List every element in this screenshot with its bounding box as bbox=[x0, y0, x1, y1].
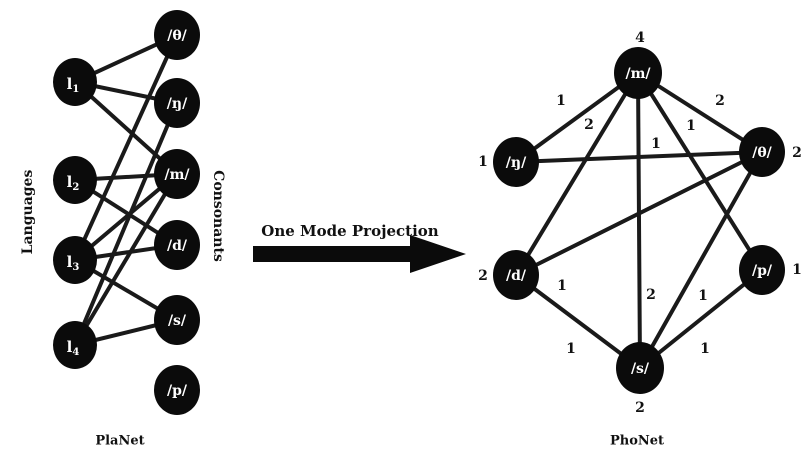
edge-weight-eng-theta: 1 bbox=[651, 136, 661, 152]
phonet-node-d-label: /d/ bbox=[506, 268, 527, 284]
language-node-l3-label: l3 bbox=[67, 253, 80, 273]
edge-weight-m-p: 1 bbox=[686, 118, 696, 134]
phonet-node-s: /s/ bbox=[616, 342, 664, 394]
phonet-network: /m/ /ŋ/ /θ/ /d/ /p/ /s/ 4 1 2 2 1 2 1 bbox=[478, 30, 802, 449]
degree-label-s: 2 bbox=[635, 400, 645, 416]
edge-weight-m-d: 2 bbox=[584, 117, 594, 133]
planet-edge-l4-eng bbox=[73, 101, 179, 347]
language-node-l1-label: l1 bbox=[67, 75, 80, 95]
consonant-node-eng-label: /ŋ/ bbox=[167, 96, 188, 112]
consonants-axis-label: Consonants bbox=[210, 170, 226, 262]
phonet-edge-theta-s bbox=[638, 150, 764, 370]
phonet-edge-p-s bbox=[638, 268, 764, 370]
consonant-node-theta-label: /θ/ bbox=[167, 28, 187, 44]
consonant-node-p-label: /p/ bbox=[167, 383, 188, 399]
phonet-node-theta-label: /θ/ bbox=[752, 145, 772, 161]
phonet-node-eng: /ŋ/ bbox=[493, 137, 539, 187]
phonet-edge-m-eng bbox=[514, 71, 640, 164]
phonet-node-m-label: /m/ bbox=[625, 66, 651, 82]
consonant-node-s-label: /s/ bbox=[168, 313, 187, 329]
language-node-l4: l4 bbox=[53, 321, 97, 369]
degree-label-eng: 1 bbox=[478, 154, 488, 170]
phonet-edge-m-p bbox=[636, 71, 764, 272]
edge-weight-m-theta: 2 bbox=[715, 93, 725, 109]
phonet-node-m: /m/ bbox=[614, 47, 662, 99]
consonant-node-m: /m/ bbox=[154, 149, 200, 199]
phonet-node-p: /p/ bbox=[739, 245, 785, 295]
edge-weight-theta-s: 1 bbox=[698, 288, 708, 304]
planet-network: l1 l2 l3 l4 /θ/ /ŋ/ /m/ /d/ bbox=[20, 10, 226, 449]
consonant-node-theta: /θ/ bbox=[154, 10, 200, 60]
phonet-edge-d-s bbox=[514, 273, 642, 370]
phonet-edge-m-s bbox=[636, 71, 642, 370]
degree-label-theta: 2 bbox=[792, 145, 802, 161]
consonant-node-p: /p/ bbox=[154, 365, 200, 415]
phonet-node-eng-label: /ŋ/ bbox=[506, 155, 527, 171]
arrow-shape bbox=[253, 235, 466, 273]
language-node-l3: l3 bbox=[53, 236, 97, 284]
degree-label-m: 4 bbox=[635, 30, 645, 46]
edge-weight-m-s: 2 bbox=[646, 287, 656, 303]
phonet-node-s-label: /s/ bbox=[631, 361, 650, 377]
languages-axis-label: Languages bbox=[20, 170, 36, 255]
planet-edge-l3-theta bbox=[73, 33, 179, 262]
phonet-edge-theta-d bbox=[514, 150, 764, 277]
language-node-l2: l2 bbox=[53, 156, 97, 204]
edge-weight-d-s: 1 bbox=[566, 341, 576, 357]
planet-edge-l4-m bbox=[73, 172, 179, 347]
planet-caption: PlaNet bbox=[95, 434, 144, 449]
consonant-node-eng: /ŋ/ bbox=[154, 78, 200, 128]
edge-weight-m-eng: 1 bbox=[556, 93, 566, 109]
degree-label-p: 1 bbox=[792, 262, 802, 278]
projection-label: One Mode Projection bbox=[261, 222, 439, 240]
degree-label-d: 2 bbox=[478, 268, 488, 284]
phonet-edge-eng-theta bbox=[514, 150, 764, 164]
phonet-node-p-label: /p/ bbox=[752, 263, 773, 279]
consonant-node-s: /s/ bbox=[154, 295, 200, 345]
projection-arrow: One Mode Projection bbox=[253, 222, 466, 273]
phonet-node-d: /d/ bbox=[493, 250, 539, 300]
phonet-edge-m-d bbox=[514, 71, 640, 277]
consonant-node-d: /d/ bbox=[154, 220, 200, 270]
language-node-l2-label: l2 bbox=[67, 173, 80, 193]
phonet-node-theta: /θ/ bbox=[739, 127, 785, 177]
phonet-caption: PhoNet bbox=[610, 434, 664, 449]
language-node-l1: l1 bbox=[53, 58, 97, 106]
consonant-node-d-label: /d/ bbox=[167, 238, 188, 254]
edge-weight-theta-d: 1 bbox=[557, 278, 567, 294]
edge-weight-p-s: 1 bbox=[700, 341, 710, 357]
language-node-l4-label: l4 bbox=[67, 338, 80, 358]
consonant-node-m-label: /m/ bbox=[164, 167, 190, 183]
phonet-edges bbox=[514, 71, 764, 370]
